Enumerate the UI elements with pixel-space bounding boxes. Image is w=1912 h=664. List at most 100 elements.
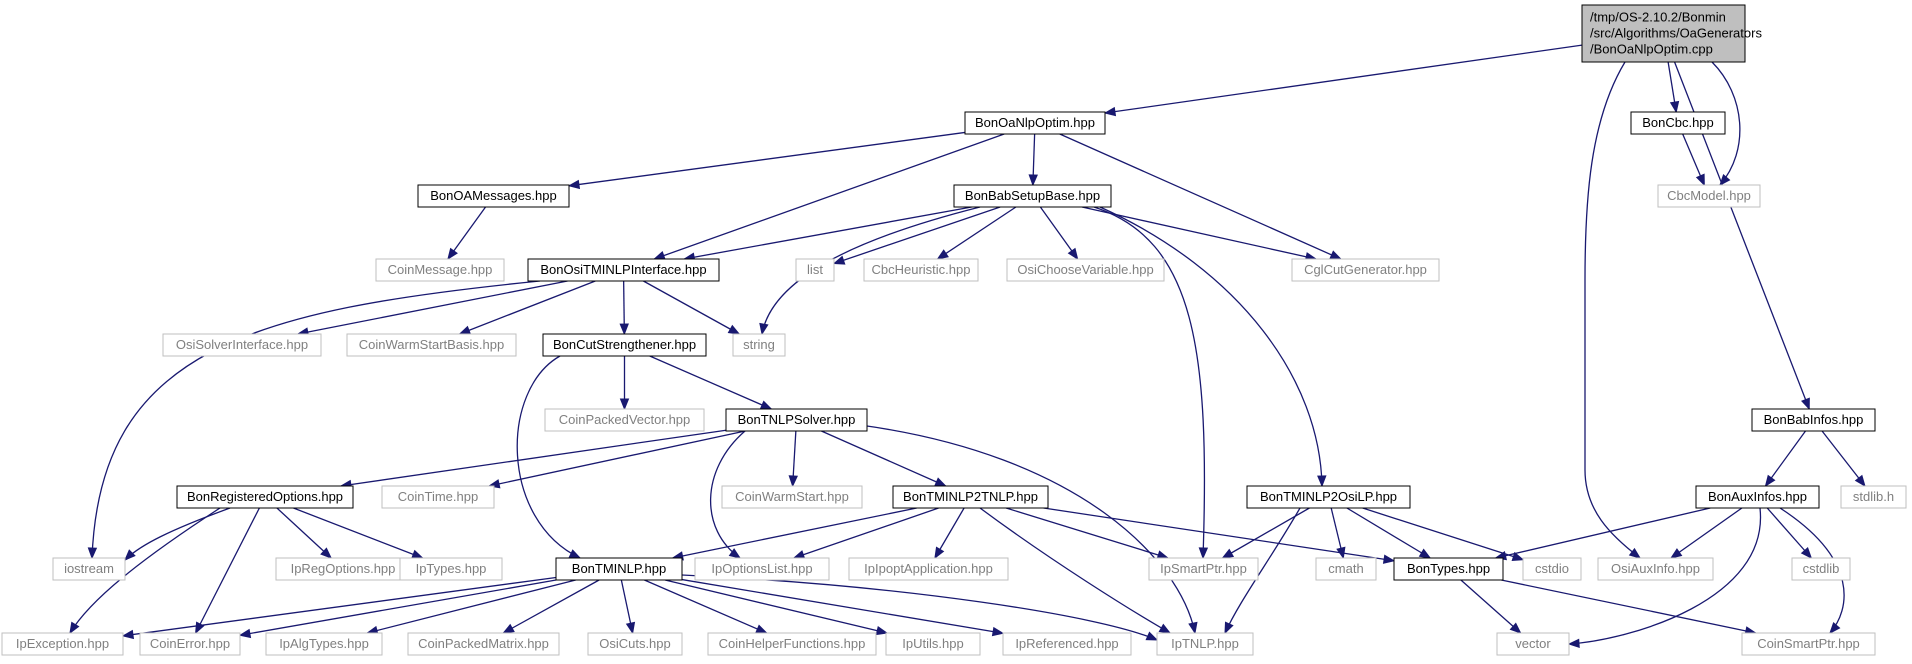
node-coinmsg: CoinMessage.hpp <box>375 258 505 282</box>
node-box <box>1597 557 1714 581</box>
edge-arrowhead <box>1145 631 1159 641</box>
node-babsetup[interactable]: BonBabSetupBase.hpp <box>953 184 1112 208</box>
node-boncbc[interactable]: BonCbc.hpp <box>1630 111 1726 135</box>
node-tminlp2tnlp[interactable]: BonTMINLP2TNLP.hpp <box>892 485 1049 509</box>
node-cutstr[interactable]: BonCutStrengthener.hpp <box>542 333 707 357</box>
node-vector: vector <box>1496 632 1570 656</box>
node-regopt[interactable]: BonRegisteredOptions.hpp <box>176 485 354 509</box>
nodes-layer: /tmp/OS-2.10.2/Bonmin/src/Algorithms/OaG… <box>1 4 1907 656</box>
node-label: BonBabSetupBase.hpp <box>965 188 1100 203</box>
node-box <box>1522 557 1582 581</box>
node-auxinfos[interactable]: BonAuxInfos.hpp <box>1695 485 1820 509</box>
node-label: string <box>743 337 775 352</box>
edge-babinfos-to-stdlib_h <box>1821 430 1866 488</box>
edge-regopt-to-coinerr <box>195 507 260 635</box>
edge-tminlp2tnlp-to-ipsmart <box>1005 507 1170 560</box>
edge-arrowhead <box>875 625 889 636</box>
edge-arrowhead <box>934 477 947 487</box>
node-box <box>407 632 560 656</box>
edge-tminlp-to-iputils <box>664 579 889 636</box>
node-label: IpIpoptApplication.hpp <box>864 561 993 576</box>
node-label: BonTNLPSolver.hpp <box>738 412 856 427</box>
node-cointime: CoinTime.hpp <box>381 485 495 509</box>
node-label: vector <box>1515 636 1551 651</box>
node-box <box>176 485 354 509</box>
node-coinws: CoinWarmStart.hpp <box>721 485 863 509</box>
edge-arrowhead <box>788 475 798 488</box>
node-ositminlp[interactable]: BonOsiTMINLPInterface.hpp <box>527 258 720 282</box>
node-tnlpsolver[interactable]: BonTNLPSolver.hpp <box>725 408 868 432</box>
node-box <box>139 632 241 656</box>
edge-root-to-oanlp <box>1103 44 1583 117</box>
edge-arrowhead <box>653 251 666 260</box>
node-label: CoinError.hpp <box>150 636 230 651</box>
node-label: CoinWarmStartBasis.hpp <box>359 337 504 352</box>
edge-arrowhead <box>1103 106 1117 117</box>
node-label: CbcHeuristic.hpp <box>872 262 971 277</box>
node-label: OsiCuts.hpp <box>599 636 671 651</box>
node-tminlp2osilp[interactable]: BonTMINLP2OsiLP.hpp <box>1246 485 1411 509</box>
node-label: OsiSolverInterface.hpp <box>176 337 308 352</box>
edge-arrowhead <box>69 621 80 635</box>
edge-bontypes-to-vector <box>1460 579 1522 634</box>
edge-regopt-to-iostream <box>124 507 231 561</box>
node-label: BonOaNlpOptim.hpp <box>975 115 1095 130</box>
node-box <box>1393 557 1504 581</box>
node-label: IpRegOptions.hpp <box>291 561 396 576</box>
node-osisolver: OsiSolverInterface.hpp <box>162 333 322 357</box>
node-label: BonCutStrengthener.hpp <box>553 337 696 352</box>
edge-arrowhead <box>1829 621 1841 635</box>
node-oanlp[interactable]: BonOaNlpOptim.hpp <box>964 111 1106 135</box>
node-cstdio: cstdio <box>1522 557 1582 581</box>
edge-regopt-to-ipregopt <box>276 507 333 559</box>
node-box <box>587 632 683 656</box>
edge-arrowhead <box>832 255 846 265</box>
node-label: CoinSmartPtr.hpp <box>1757 636 1860 651</box>
node-box <box>1315 557 1377 581</box>
node-babinfos[interactable]: BonBabInfos.hpp <box>1751 408 1876 432</box>
node-box <box>52 557 126 581</box>
node-box <box>399 557 503 581</box>
node-box <box>417 184 570 208</box>
node-ipregopt: IpRegOptions.hpp <box>275 557 411 581</box>
node-bontypes[interactable]: BonTypes.hpp <box>1393 557 1504 581</box>
node-box <box>863 258 979 282</box>
node-box <box>721 485 863 509</box>
edge-arrowhead <box>87 547 98 560</box>
edge-tminlp-to-ipref <box>681 578 1005 637</box>
edge-arrowhead <box>567 179 581 190</box>
edge-arrowhead <box>934 546 945 560</box>
edge-auxinfos-to-coinsmart <box>1779 507 1845 635</box>
edge-arrowhead <box>502 623 515 634</box>
node-iptypes: IpTypes.hpp <box>399 557 503 581</box>
edge-arrowhead <box>447 247 458 261</box>
edge-arrowhead <box>1336 546 1346 560</box>
node-box <box>542 333 707 357</box>
edge-babsetup-to-cbcheur <box>936 206 1017 260</box>
node-osiaux: OsiAuxInfo.hpp <box>1597 557 1714 581</box>
node-label: OsiChooseVariable.hpp <box>1017 262 1153 277</box>
edge-tnlpsolver-to-coinws <box>788 430 798 488</box>
node-ipoptlist: IpOptionsList.hpp <box>694 557 830 581</box>
node-oamsg[interactable]: BonOAMessages.hpp <box>417 184 570 208</box>
node-box <box>1657 184 1761 208</box>
node-ipsmart: IpSmartPtr.hpp <box>1148 557 1259 581</box>
edge-tminlp2osilp-to-bontypes <box>1346 507 1432 559</box>
node-label: BonOAMessages.hpp <box>430 188 556 203</box>
edge-arrowhead <box>1628 547 1642 559</box>
edge-oanlp-to-oamsg <box>567 131 966 190</box>
node-box <box>1581 4 1746 63</box>
node-ipoptapp: IpIpoptApplication.hpp <box>848 557 1009 581</box>
node-box <box>885 632 981 656</box>
edge-arrowhead <box>320 547 333 559</box>
node-tminlp[interactable]: BonTMINLP.hpp <box>555 557 683 581</box>
node-box <box>707 632 877 656</box>
node-box <box>265 632 383 656</box>
edge-tminlp-to-coinhelp <box>644 579 768 634</box>
node-box <box>162 333 322 357</box>
node-box <box>1002 632 1132 656</box>
edge-oanlp-to-ositminlp <box>653 133 1005 260</box>
node-box <box>1156 632 1254 656</box>
edge-babsetup-to-list <box>832 206 1001 265</box>
node-label: BonCbc.hpp <box>1642 115 1714 130</box>
